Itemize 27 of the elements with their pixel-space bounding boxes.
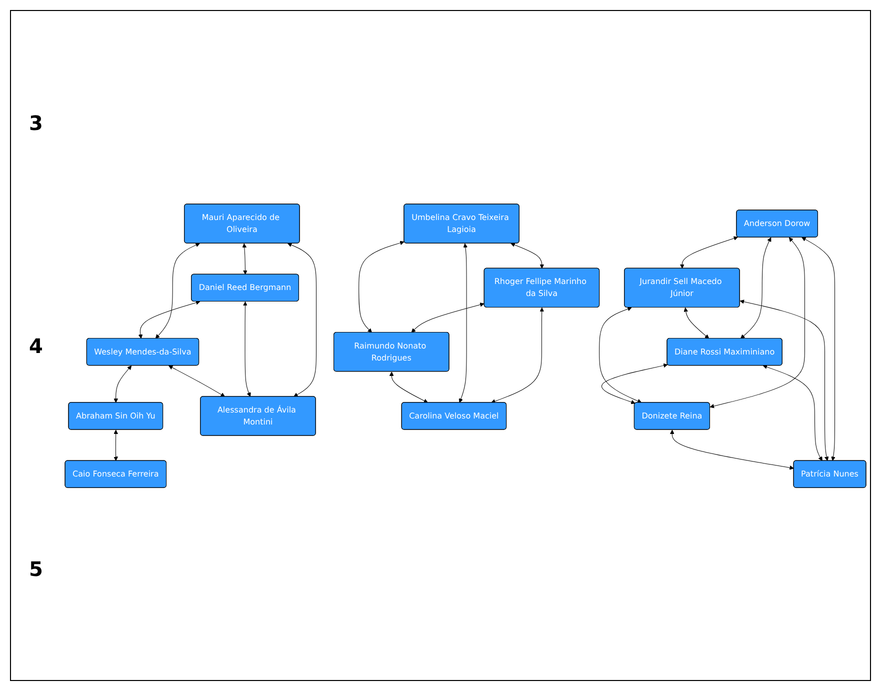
arrow	[802, 236, 836, 461]
group-number: 3	[29, 110, 43, 134]
arrow	[114, 429, 118, 461]
arrow	[243, 301, 251, 397]
arrow	[114, 365, 132, 403]
arrow	[358, 240, 404, 332]
arrow	[762, 364, 822, 461]
arrow	[389, 371, 428, 403]
arrow	[168, 365, 226, 397]
arrow	[740, 299, 829, 461]
arrow	[458, 243, 468, 403]
arrow	[680, 236, 738, 268]
arrow	[411, 302, 484, 332]
group-number: 5	[29, 556, 43, 580]
arrow	[599, 306, 642, 403]
arrow	[138, 300, 200, 338]
arrow	[684, 307, 710, 338]
arrow	[287, 242, 316, 397]
arrow	[740, 237, 772, 338]
arrow	[155, 242, 200, 338]
group-number: 4	[29, 334, 43, 358]
arrow	[602, 363, 668, 404]
arrow	[242, 243, 248, 274]
arrow	[491, 307, 544, 404]
arrow	[710, 236, 805, 408]
arrow	[510, 242, 544, 268]
arrow	[670, 429, 794, 470]
